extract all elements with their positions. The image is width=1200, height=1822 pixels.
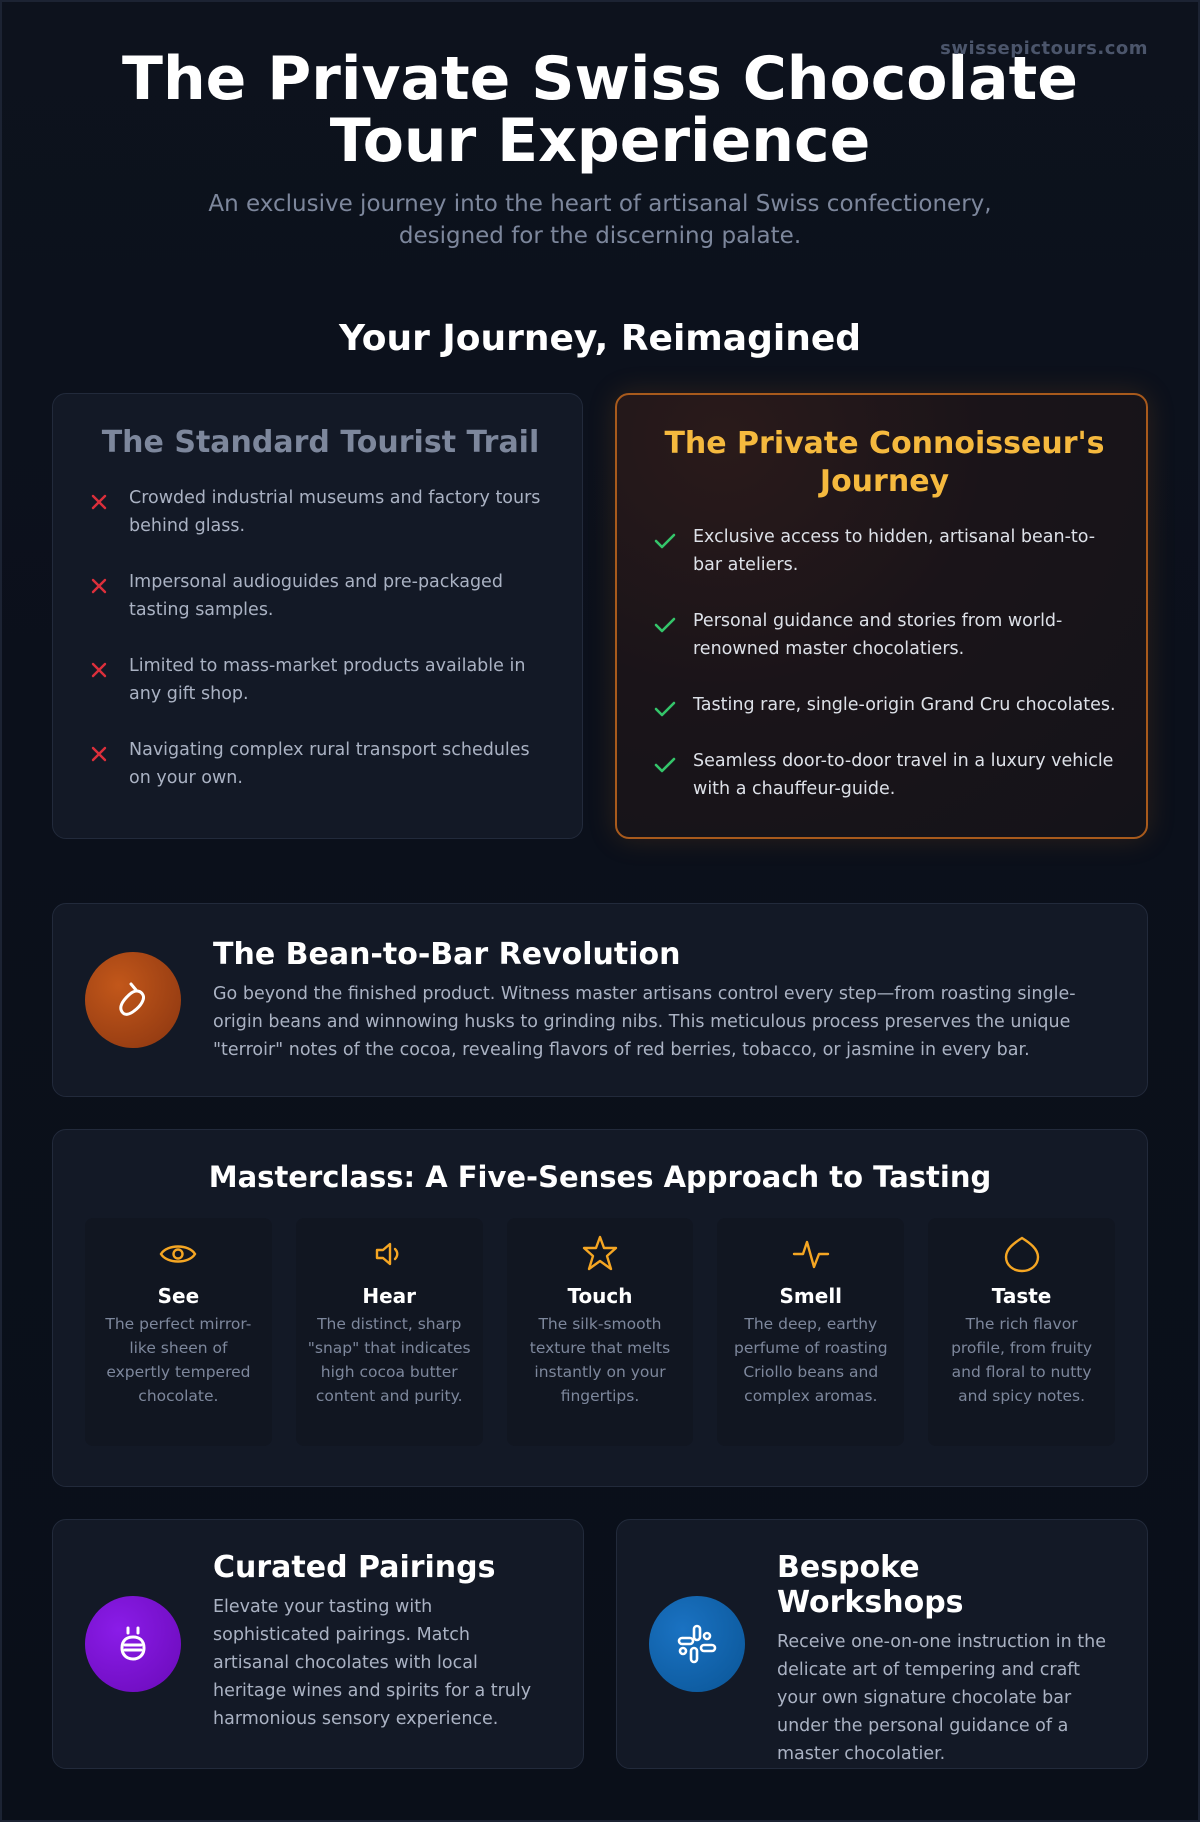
list-item-text: Crowded industrial museums and factory t… (129, 488, 541, 536)
senses-grid: See The perfect mirror-like sheen of exp… (85, 1218, 1115, 1446)
pairings-card: Curated Pairings Elevate your tasting wi… (52, 1519, 584, 1769)
sense-smell: Smell The deep, earthy perfume of roasti… (717, 1218, 905, 1446)
sense-text: The perfect mirror-like sheen of expertl… (105, 1315, 252, 1405)
x-icon (89, 568, 129, 596)
list-item: Tasting rare, single-origin Grand Cru ch… (653, 691, 1116, 719)
standard-tour-title: The Standard Tourist Trail (101, 425, 540, 460)
list-item: Personal guidance and stories from world… (653, 607, 1116, 663)
sense-hear: Hear The distinct, sharp "snap" that ind… (295, 1218, 483, 1446)
pairings-body: Curated Pairings Elevate your tasting wi… (213, 1520, 551, 1733)
x-icon (89, 484, 129, 512)
private-tour-title: The Private Connoisseur's Journey (664, 426, 1105, 499)
list-item-text: Seamless door-to-door travel in a luxury… (693, 751, 1114, 799)
list-item-text: Limited to mass-market products availabl… (129, 656, 526, 704)
eye-icon (95, 1234, 262, 1274)
sense-name: Hear (362, 1284, 417, 1308)
sense-text: The rich flavor profile, from fruity and… (951, 1315, 1093, 1405)
private-tour-list: Exclusive access to hidden, artisanal be… (653, 523, 1116, 803)
workshop-icon (649, 1596, 745, 1692)
masterclass-card: Masterclass: A Five-Senses Approach to T… (52, 1129, 1148, 1487)
workshops-title: Bespoke Workshops (777, 1550, 964, 1620)
page-subtitle: An exclusive journey into the heart of a… (208, 191, 992, 249)
comparison-heading: Your Journey, Reimagined (338, 318, 862, 359)
drop-icon (938, 1234, 1105, 1274)
bean-to-bar-text: Go beyond the finished product. Witness … (213, 983, 1076, 1060)
list-item-text: Personal guidance and stories from world… (693, 611, 1063, 659)
sense-taste: Taste The rich flavor profile, from frui… (928, 1218, 1115, 1446)
standard-tour-card: The Standard Tourist Trail Crowded indus… (52, 393, 583, 839)
pairings-title: Curated Pairings (213, 1550, 496, 1585)
x-icon (89, 652, 129, 680)
sense-name: See (157, 1284, 200, 1308)
speaker-icon (306, 1234, 473, 1274)
check-icon (653, 607, 693, 635)
bottom-features: Curated Pairings Elevate your tasting wi… (52, 1519, 1148, 1769)
bean-to-bar-body: The Bean-to-Bar Revolution Go beyond the… (213, 937, 1115, 1064)
list-item-text: Tasting rare, single-origin Grand Cru ch… (693, 695, 1116, 715)
list-item: Seamless door-to-door travel in a luxury… (653, 747, 1116, 803)
workshops-text: Receive one-on-one instruction in the de… (777, 1632, 1107, 1764)
watermark: swissepictours.com (940, 38, 1148, 59)
page-title: The Private Swiss Chocolate Tour Experie… (122, 44, 1078, 176)
workshops-body: Bespoke Workshops Receive one-on-one ins… (777, 1520, 1115, 1768)
sense-name: Smell (779, 1284, 843, 1308)
sense-text: The deep, earthy perfume of roasting Cri… (733, 1315, 888, 1405)
comparison-section: The Standard Tourist Trail Crowded indus… (52, 393, 1148, 839)
star-icon (517, 1234, 684, 1274)
list-item: Exclusive access to hidden, artisanal be… (653, 523, 1116, 579)
standard-tour-list: Crowded industrial museums and factory t… (89, 484, 552, 792)
workshops-card: Bespoke Workshops Receive one-on-one ins… (616, 1519, 1148, 1769)
list-item-text: Exclusive access to hidden, artisanal be… (693, 527, 1096, 575)
list-item: Crowded industrial museums and factory t… (89, 484, 552, 540)
list-item: Limited to mass-market products availabl… (89, 652, 552, 708)
sense-see: See The perfect mirror-like sheen of exp… (85, 1218, 272, 1446)
wine-icon (85, 1596, 181, 1692)
x-icon (89, 736, 129, 764)
check-icon (653, 691, 693, 719)
check-icon (653, 523, 693, 551)
check-icon (653, 747, 693, 775)
sense-name: Taste (991, 1284, 1052, 1308)
list-item-text: Navigating complex rural transport sched… (129, 740, 530, 788)
masterclass-title: Masterclass: A Five-Senses Approach to T… (208, 1160, 992, 1194)
private-tour-card: The Private Connoisseur's Journey Exclus… (615, 393, 1148, 839)
bean-to-bar-title: The Bean-to-Bar Revolution (213, 936, 681, 972)
list-item: Navigating complex rural transport sched… (89, 736, 552, 792)
pulse-icon (727, 1234, 894, 1274)
sense-text: The silk-smooth texture that melts insta… (529, 1315, 671, 1405)
list-item: Impersonal audioguides and pre-packaged … (89, 568, 552, 624)
list-item-text: Impersonal audioguides and pre-packaged … (129, 572, 503, 620)
cocoa-bean-icon (85, 952, 181, 1048)
bean-to-bar-card: The Bean-to-Bar Revolution Go beyond the… (52, 903, 1148, 1097)
pairings-text: Elevate your tasting with sophisticated … (213, 1597, 532, 1729)
sense-name: Touch (567, 1284, 633, 1308)
sense-touch: Touch The silk-smooth texture that melts… (506, 1218, 694, 1446)
sense-text: The distinct, sharp "snap" that indicate… (307, 1315, 471, 1405)
